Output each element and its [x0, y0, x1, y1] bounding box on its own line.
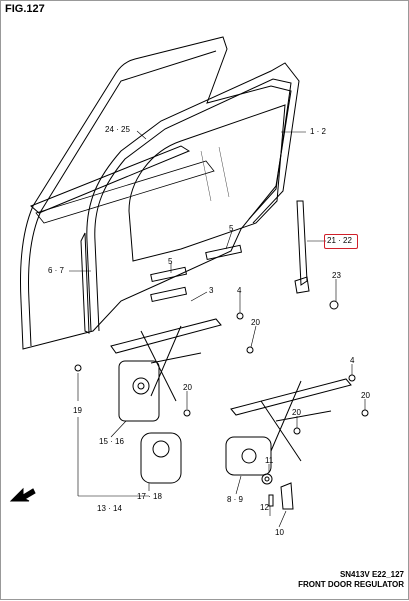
- callout-8-9: 8 · 9: [227, 495, 244, 504]
- fasteners: [74, 300, 369, 510]
- callout-20-right: 20: [361, 391, 370, 400]
- callout-15-16: 15 · 16: [99, 437, 124, 446]
- rear-guide: [294, 200, 310, 294]
- regulator-front: [110, 318, 222, 422]
- callout-5-lower: 5: [229, 224, 234, 233]
- callout-10: 10: [275, 528, 284, 537]
- callout-3: 3: [209, 286, 214, 295]
- door-panel: [20, 36, 292, 350]
- callout-17-18: 17 · 18: [137, 492, 162, 501]
- glass-run-channel: [86, 62, 300, 332]
- callout-4-upper: 4: [237, 286, 242, 295]
- callout-24-25: 24 · 25: [105, 125, 130, 134]
- callout-13-14: 13 · 14: [97, 504, 122, 513]
- leader-lines: [69, 130, 366, 528]
- callout-23: 23: [332, 271, 341, 280]
- regulator-rear: [225, 378, 352, 476]
- callout-20-lower: 20: [292, 408, 301, 417]
- front-direction-arrow-icon: [9, 487, 36, 502]
- motor-front: [140, 432, 182, 484]
- callout-12: 12: [260, 503, 269, 512]
- highlight-box: [324, 234, 358, 249]
- figure-label: FIG.127: [5, 3, 45, 15]
- callout-20-upper: 20: [251, 318, 260, 327]
- callout-20-middle: 20: [183, 383, 192, 392]
- door-glass: [128, 104, 286, 262]
- callout-1-2: 1 · 2: [310, 127, 327, 136]
- callout-19: 19: [73, 406, 82, 415]
- diagram-title: FRONT DOOR REGULATOR: [298, 580, 404, 589]
- callout-6-7: 6 · 7: [48, 266, 65, 275]
- callout-4-lower: 4: [350, 356, 355, 365]
- callout-21-22: 21 · 22: [327, 236, 352, 245]
- glass-channels: [150, 244, 243, 303]
- callout-5-upper: 5: [168, 257, 173, 266]
- callout-11: 11: [265, 456, 274, 465]
- diagram-code: SN413V E22_127: [339, 570, 404, 579]
- belt-weatherstrip: [30, 145, 191, 214]
